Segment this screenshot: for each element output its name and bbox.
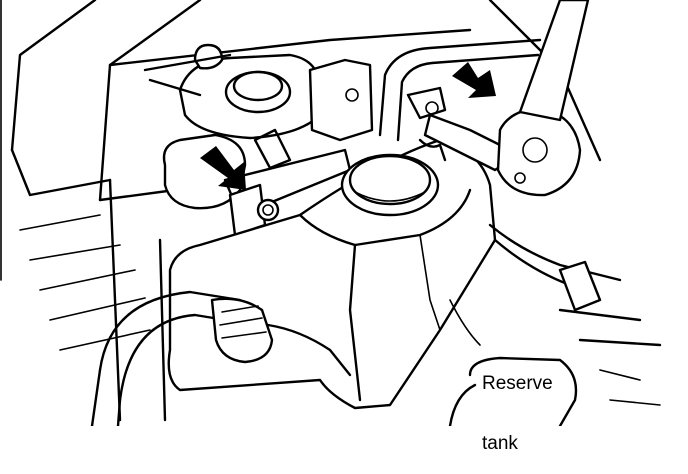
arrow-icon [200,146,246,190]
radiator-cap [143,43,322,140]
callout-leader-line [449,299,481,346]
callout-line-2: tank [482,433,518,454]
ratchet-wrench [423,0,590,197]
callout-line-1: Reserve [482,373,553,394]
reserve-tank-label: Reserve tank [482,334,553,474]
engine-block [448,223,662,426]
arrow-icon [452,62,496,98]
coolant-hose [90,290,352,426]
overflow-pipe [378,38,542,162]
engine-bay-illustration [0,0,662,426]
reserve-tank-bracket [162,58,374,237]
